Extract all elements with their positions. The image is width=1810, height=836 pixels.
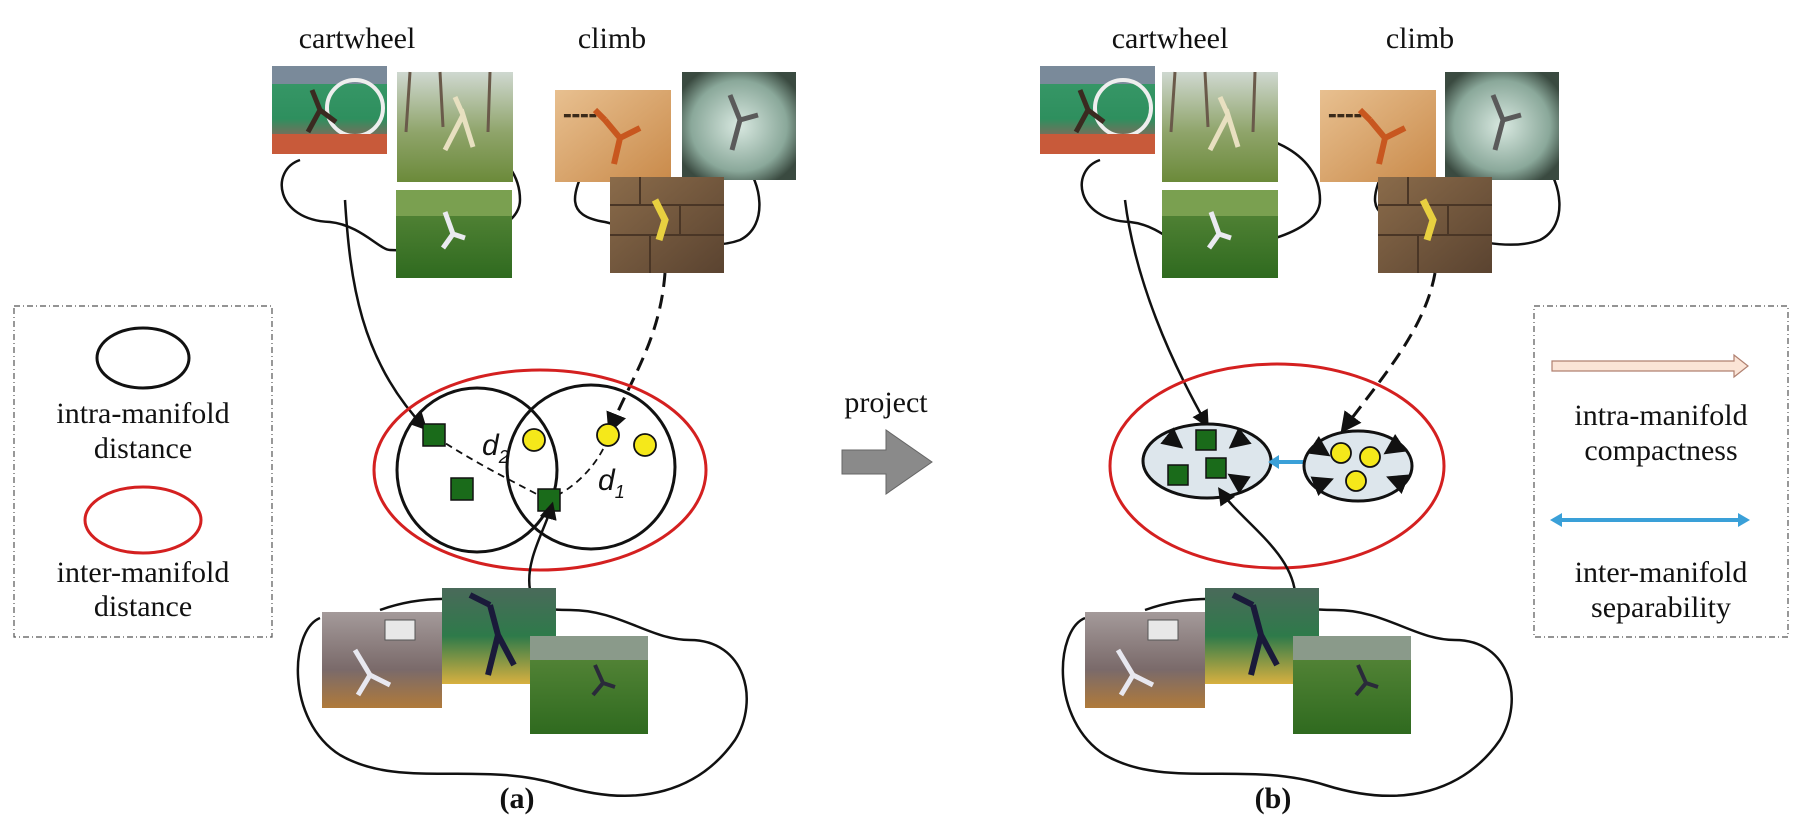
project-step: project [841, 386, 933, 495]
legend-intra-line2: distance [94, 432, 192, 465]
panel-a-cartwheel-point [450, 477, 474, 501]
panel-a-test-arrow [527, 501, 557, 591]
panel-b-cartwheel-img-1 [1040, 66, 1155, 154]
panel-b-test-img-1 [1085, 612, 1205, 708]
panel-a-climb-img-3 [610, 177, 724, 273]
legend-intra-line1: intra-manifold [56, 397, 229, 430]
project-label: project [844, 386, 928, 419]
panel-b-class-climb: climb [1386, 22, 1454, 55]
legend-inter-line2: distance [94, 590, 192, 623]
svg-text:▬▬▬▬: ▬▬▬▬ [1328, 111, 1362, 121]
inter-manifold-distance-icon [83, 485, 203, 555]
panel-a-class-climb: climb [578, 22, 646, 55]
compactness-arrow-icon [1310, 476, 1334, 496]
compactness-legend-arrow-icon [1551, 353, 1749, 379]
panel-a-class-cartwheel: cartwheel [299, 22, 416, 55]
panel-b-cartwheel-img-2 [1162, 71, 1278, 182]
panel-a-d2-label: d2 [482, 429, 509, 467]
panel-b: cartwheel climb ▬▬▬▬ [1040, 22, 1561, 815]
panel-b-climb-point [1330, 442, 1352, 464]
panel-b-test-img-3 [1293, 636, 1411, 734]
panel-a-inter-manifold [372, 368, 708, 572]
panel-b-cartwheel-img-3 [1162, 190, 1278, 278]
panel-a-climb-img-1: ▬▬▬▬ [555, 90, 671, 182]
panel-b-cartwheel-point [1205, 457, 1227, 479]
panel-a-climb-point [596, 423, 620, 447]
panel-b-class-cartwheel: cartwheel [1112, 22, 1229, 55]
panel-b-cartwheel-point [1195, 429, 1217, 451]
panel-a-caption: (a) [500, 782, 535, 815]
compactness-arrow-icon [1307, 435, 1331, 457]
panel-b-climb-img-1: ▬▬▬▬ [1320, 90, 1436, 182]
legend-right-frame [1533, 305, 1789, 638]
panel-a-test-manifold [296, 597, 748, 797]
legend-left-frame [13, 305, 273, 638]
panel-b-caption: (b) [1255, 782, 1292, 815]
panel-a-cartwheel-img-2 [397, 71, 513, 182]
panel-b-inter-manifold [1108, 362, 1446, 570]
panel-b-climb-arrow [1340, 272, 1437, 434]
panel-b-climb-img-2 [1445, 72, 1559, 180]
legend-sep-line2: separability [1591, 591, 1731, 624]
compactness-arrow-icon [1160, 427, 1184, 449]
panel-a-cartwheel-img-3 [396, 190, 512, 278]
legend-inter-line1: inter-manifold [57, 556, 230, 589]
panel-b-climb-point [1345, 470, 1367, 492]
panel-a-d2-line [435, 436, 549, 501]
legend-left: intra-manifold distance inter-manifold d… [13, 305, 273, 638]
compactness-arrow-icon [1227, 473, 1251, 495]
panel-b-test-arrow [1218, 487, 1297, 593]
panel-a-cartwheel-manifold-circle [395, 386, 559, 554]
panel-a-d1-label: d1 [598, 464, 625, 502]
panel-b-cartwheel-point [1167, 464, 1189, 486]
legend-compact-line2: compactness [1584, 434, 1737, 467]
panel-a-cartwheel-arrow [343, 199, 428, 431]
intra-manifold-distance-icon [95, 326, 191, 390]
panel-a-climb-manifold-circle [505, 383, 677, 551]
panel-a-test-img-1 [322, 612, 442, 708]
panel-b-test-manifold [1061, 597, 1513, 797]
panel-a-test-img-3 [530, 636, 648, 734]
panel-a-cartwheel-point [422, 423, 446, 447]
panel-a-climb-point [633, 433, 657, 457]
legend-right: intra-manifold compactness inter-manifol… [1533, 305, 1789, 638]
panel-b-cartwheel-arrow [1123, 199, 1209, 429]
panel-a-climb-img-2 [682, 72, 796, 180]
svg-text:▬▬▬▬: ▬▬▬▬ [563, 111, 597, 121]
panel-a-climb-point [522, 428, 546, 452]
compactness-arrow-icon [1383, 433, 1407, 455]
legend-compact-line1: intra-manifold [1574, 399, 1747, 432]
panel-a: cartwheel climb ▬▬▬▬ [272, 22, 796, 815]
panel-b-climb-point [1359, 446, 1381, 468]
project-arrow-icon [841, 429, 933, 495]
compactness-arrow-icon [1228, 427, 1252, 449]
legend-sep-line1: inter-manifold [1575, 556, 1748, 589]
compactness-arrow-icon [1386, 474, 1410, 494]
panel-a-climb-arrow [606, 272, 667, 434]
panel-a-cartwheel-img-1 [272, 66, 387, 154]
panel-a-cartwheel-point [537, 488, 561, 512]
panel-b-climb-img-3 [1378, 177, 1492, 273]
